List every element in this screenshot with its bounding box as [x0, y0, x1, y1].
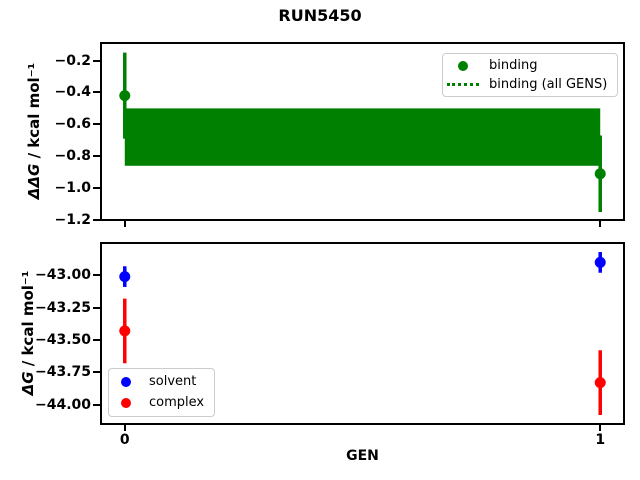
top-axes-frame	[100, 42, 625, 221]
binding-data-point-0	[119, 90, 131, 102]
confidence-band	[124, 108, 601, 166]
y-tick-label: −44.00	[34, 396, 91, 413]
legend-item-binding-all-gens: binding (all GENS)	[445, 76, 611, 94]
legend-label-solvent: solvent	[149, 373, 197, 389]
x-tick-mark	[599, 221, 602, 227]
complex-data-point-0	[119, 325, 131, 337]
x-tick-mark	[599, 425, 602, 431]
legend-item-solvent: solvent	[111, 373, 208, 391]
y-tick-label: −43.75	[34, 364, 91, 381]
legend-label-complex: complex	[149, 395, 205, 411]
legend-item-complex: complex	[111, 394, 208, 412]
y-tick-mark	[93, 371, 100, 374]
y-tick-label: −0.6	[54, 116, 91, 133]
y-tick-mark	[93, 306, 100, 309]
figure-title: RUN5450	[278, 6, 362, 25]
bottom-y-axis-units: / kcal mol⁻¹	[19, 270, 37, 372]
complex-data-point-1	[594, 377, 606, 389]
dot-glyph	[121, 398, 131, 409]
binding-all-gens-dotted-line-icon	[445, 76, 481, 94]
y-tick-mark	[93, 403, 100, 406]
y-tick-mark	[93, 338, 100, 341]
x-tick-mark	[123, 221, 126, 227]
legend-item-binding: binding	[445, 57, 611, 75]
dot-glyph	[458, 60, 468, 71]
x-tick-label: 0	[119, 432, 130, 448]
solvent-data-point-1	[594, 256, 606, 268]
y-tick-label: −0.8	[54, 148, 91, 165]
dot-glyph	[121, 376, 131, 387]
y-tick-label: −43.25	[34, 299, 91, 316]
y-tick-label: −1.2	[54, 212, 91, 228]
bottom-axes-frame	[100, 242, 625, 425]
x-axis-label: GEN	[346, 448, 379, 464]
complex-dot-icon	[111, 394, 141, 412]
legend-label-binding-all-gens: binding (all GENS)	[489, 76, 608, 92]
y-tick-label: −43.50	[34, 331, 91, 348]
dotted-line-glyph	[447, 83, 479, 86]
y-tick-mark	[93, 274, 100, 277]
y-tick-mark	[93, 123, 100, 126]
binding-data-point-1	[594, 168, 606, 180]
x-tick-label: 1	[595, 432, 606, 448]
y-tick-mark	[93, 155, 100, 158]
y-tick-mark	[93, 59, 100, 62]
solvent-dot-icon	[111, 373, 141, 391]
y-tick-mark	[93, 187, 100, 190]
solvent-data-point-0	[119, 271, 131, 283]
bottom-legend: solvent complex	[108, 368, 215, 417]
binding-dot-icon	[445, 57, 481, 75]
y-tick-label: −0.4	[54, 84, 91, 101]
y-tick-mark	[93, 219, 100, 221]
y-tick-label: −43.00	[34, 267, 91, 284]
y-tick-mark	[93, 91, 100, 94]
legend-label-binding: binding	[489, 57, 538, 73]
y-tick-label: −0.2	[54, 52, 91, 69]
x-tick-mark	[123, 425, 126, 431]
top-legend: binding binding (all GENS)	[442, 53, 618, 97]
y-tick-label: −1.0	[54, 180, 91, 197]
